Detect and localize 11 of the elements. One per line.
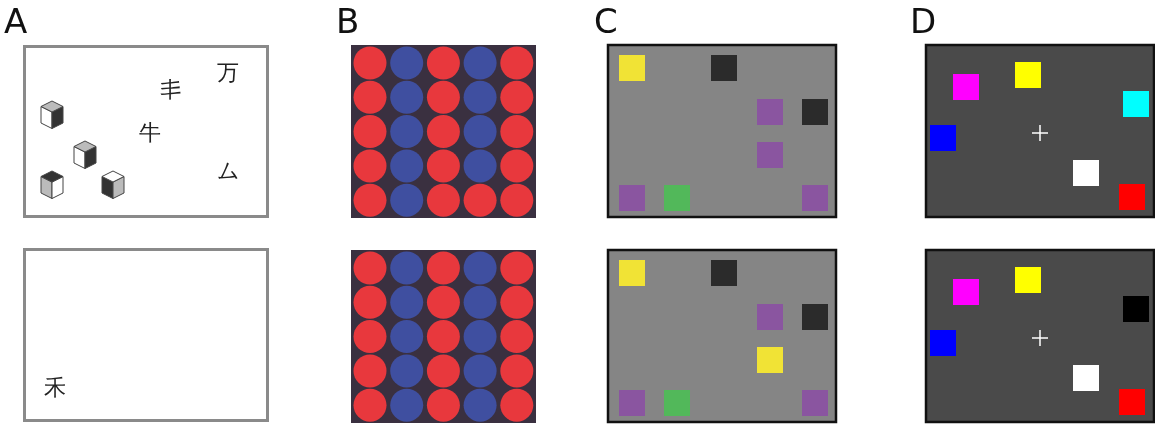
- panel-letter: A: [4, 4, 28, 38]
- stimulus-panel: [23, 45, 269, 218]
- chinese-character: 丯: [160, 79, 182, 101]
- chinese-character: ム: [216, 160, 240, 182]
- chinese-character: 万: [217, 62, 239, 84]
- panel-letter: B: [336, 4, 360, 38]
- panel-letter: D: [910, 4, 937, 38]
- chinese-character: 牛: [139, 122, 161, 144]
- stimulus-panel: [23, 248, 269, 422]
- chinese-character: 禾: [44, 377, 66, 399]
- panel-letter: C: [594, 4, 618, 38]
